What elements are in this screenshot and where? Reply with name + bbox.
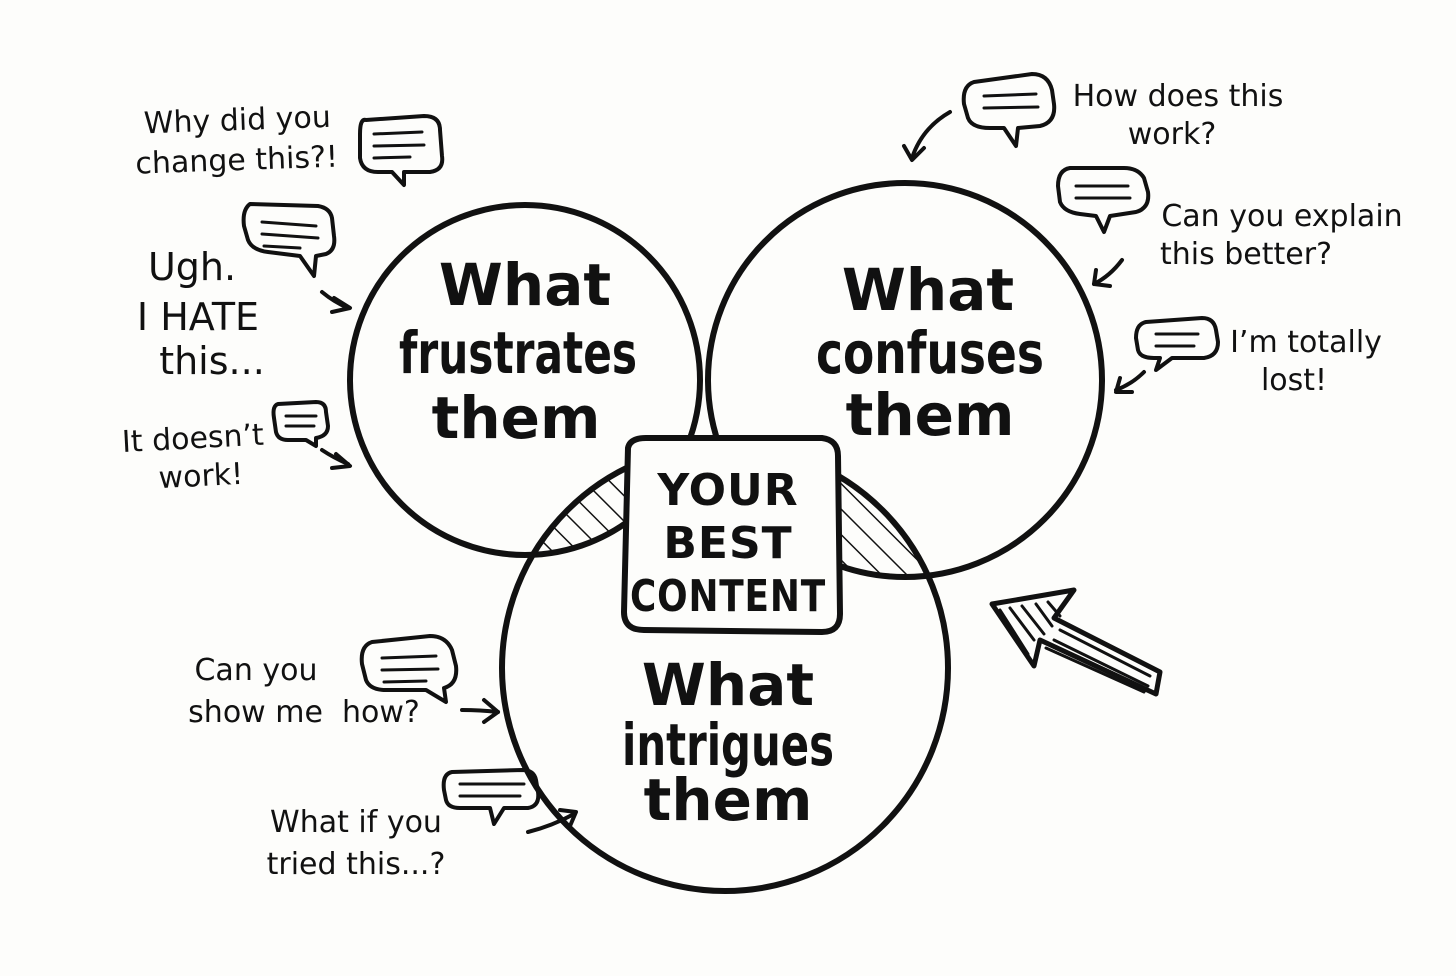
frustrates-line-1: What — [439, 251, 611, 319]
big-arrow-icon — [989, 587, 1163, 697]
ugh-line-2: I HATE — [137, 295, 259, 339]
center-line-2: BEST — [663, 518, 792, 569]
arrow-icon — [460, 698, 500, 724]
show-me-line-1: Can you — [194, 653, 317, 688]
doesnt-work-line-2: work! — [158, 457, 244, 496]
arrow-icon — [320, 290, 352, 314]
intrigues-line-3: them — [644, 766, 813, 834]
label-frustrates: What frustrates them — [399, 251, 637, 452]
why-change-line-1: Why did you — [143, 100, 331, 142]
quote-what-if: What if you tried this...? — [267, 805, 446, 882]
explain-line-1: Can you explain — [1161, 199, 1402, 234]
center-box: YOUR BEST CONTENT — [620, 435, 844, 636]
lost-line-1: I’m totally — [1230, 325, 1382, 360]
circle-frustrates — [347, 202, 703, 558]
quote-show-me: Can you show me how? — [188, 653, 420, 730]
what-if-line-1: What if you — [270, 805, 442, 840]
speech-bubble-icon — [359, 634, 459, 704]
quote-why-change: Why did you change this?! — [135, 100, 339, 182]
why-change-line-2: change this?! — [135, 140, 339, 182]
center-line-3: CONTENT — [630, 571, 826, 622]
speech-bubble-icon — [961, 72, 1057, 148]
show-me-line-2: show me how? — [188, 695, 420, 730]
how-does-line-2: work? — [1128, 117, 1217, 152]
explain-line-2: this better? — [1160, 237, 1332, 272]
what-if-line-2: tried this...? — [267, 847, 446, 882]
speech-bubble-icon — [241, 202, 337, 278]
speech-bubble-icon — [358, 114, 445, 187]
quote-explain-better: Can you explain this better? — [1160, 199, 1403, 272]
arrow-icon — [1092, 258, 1124, 288]
arrow-icon — [902, 110, 952, 162]
ugh-line-1: Ugh. — [148, 245, 236, 289]
intrigues-line-2: intrigues — [622, 711, 834, 779]
lost-line-2: lost! — [1261, 363, 1327, 398]
confuses-line-3: them — [846, 381, 1015, 449]
confuses-line-2: confuses — [816, 319, 1044, 387]
circle-confuses — [705, 180, 1105, 580]
quote-ugh-hate: Ugh. I HATE this... — [137, 245, 265, 383]
quote-how-does: How does this work? — [1073, 79, 1284, 152]
speech-bubble-icon — [441, 768, 541, 826]
frustrates-line-3: them — [432, 384, 601, 452]
intrigues-line-1: What — [642, 651, 814, 719]
frustrates-line-2: frustrates — [399, 319, 637, 387]
arrow-icon — [1114, 370, 1146, 394]
quote-doesnt-work: It doesn’t work! — [121, 418, 265, 497]
doesnt-work-line-1: It doesn’t — [121, 418, 265, 460]
how-does-line-1: How does this — [1073, 79, 1284, 114]
center-line-1: YOUR — [656, 465, 798, 516]
label-intrigues: What intrigues them — [622, 651, 834, 834]
confuses-line-1: What — [842, 256, 1014, 324]
speech-bubble-icon — [1056, 166, 1151, 234]
speech-bubble-icon — [1134, 316, 1220, 372]
arrow-icon — [526, 808, 578, 834]
arrow-icon — [320, 448, 352, 470]
ugh-line-3: this... — [159, 339, 265, 383]
label-confuses: What confuses them — [816, 256, 1044, 449]
speech-bubble-icon — [271, 400, 330, 448]
quote-totally-lost: I’m totally lost! — [1230, 325, 1382, 398]
